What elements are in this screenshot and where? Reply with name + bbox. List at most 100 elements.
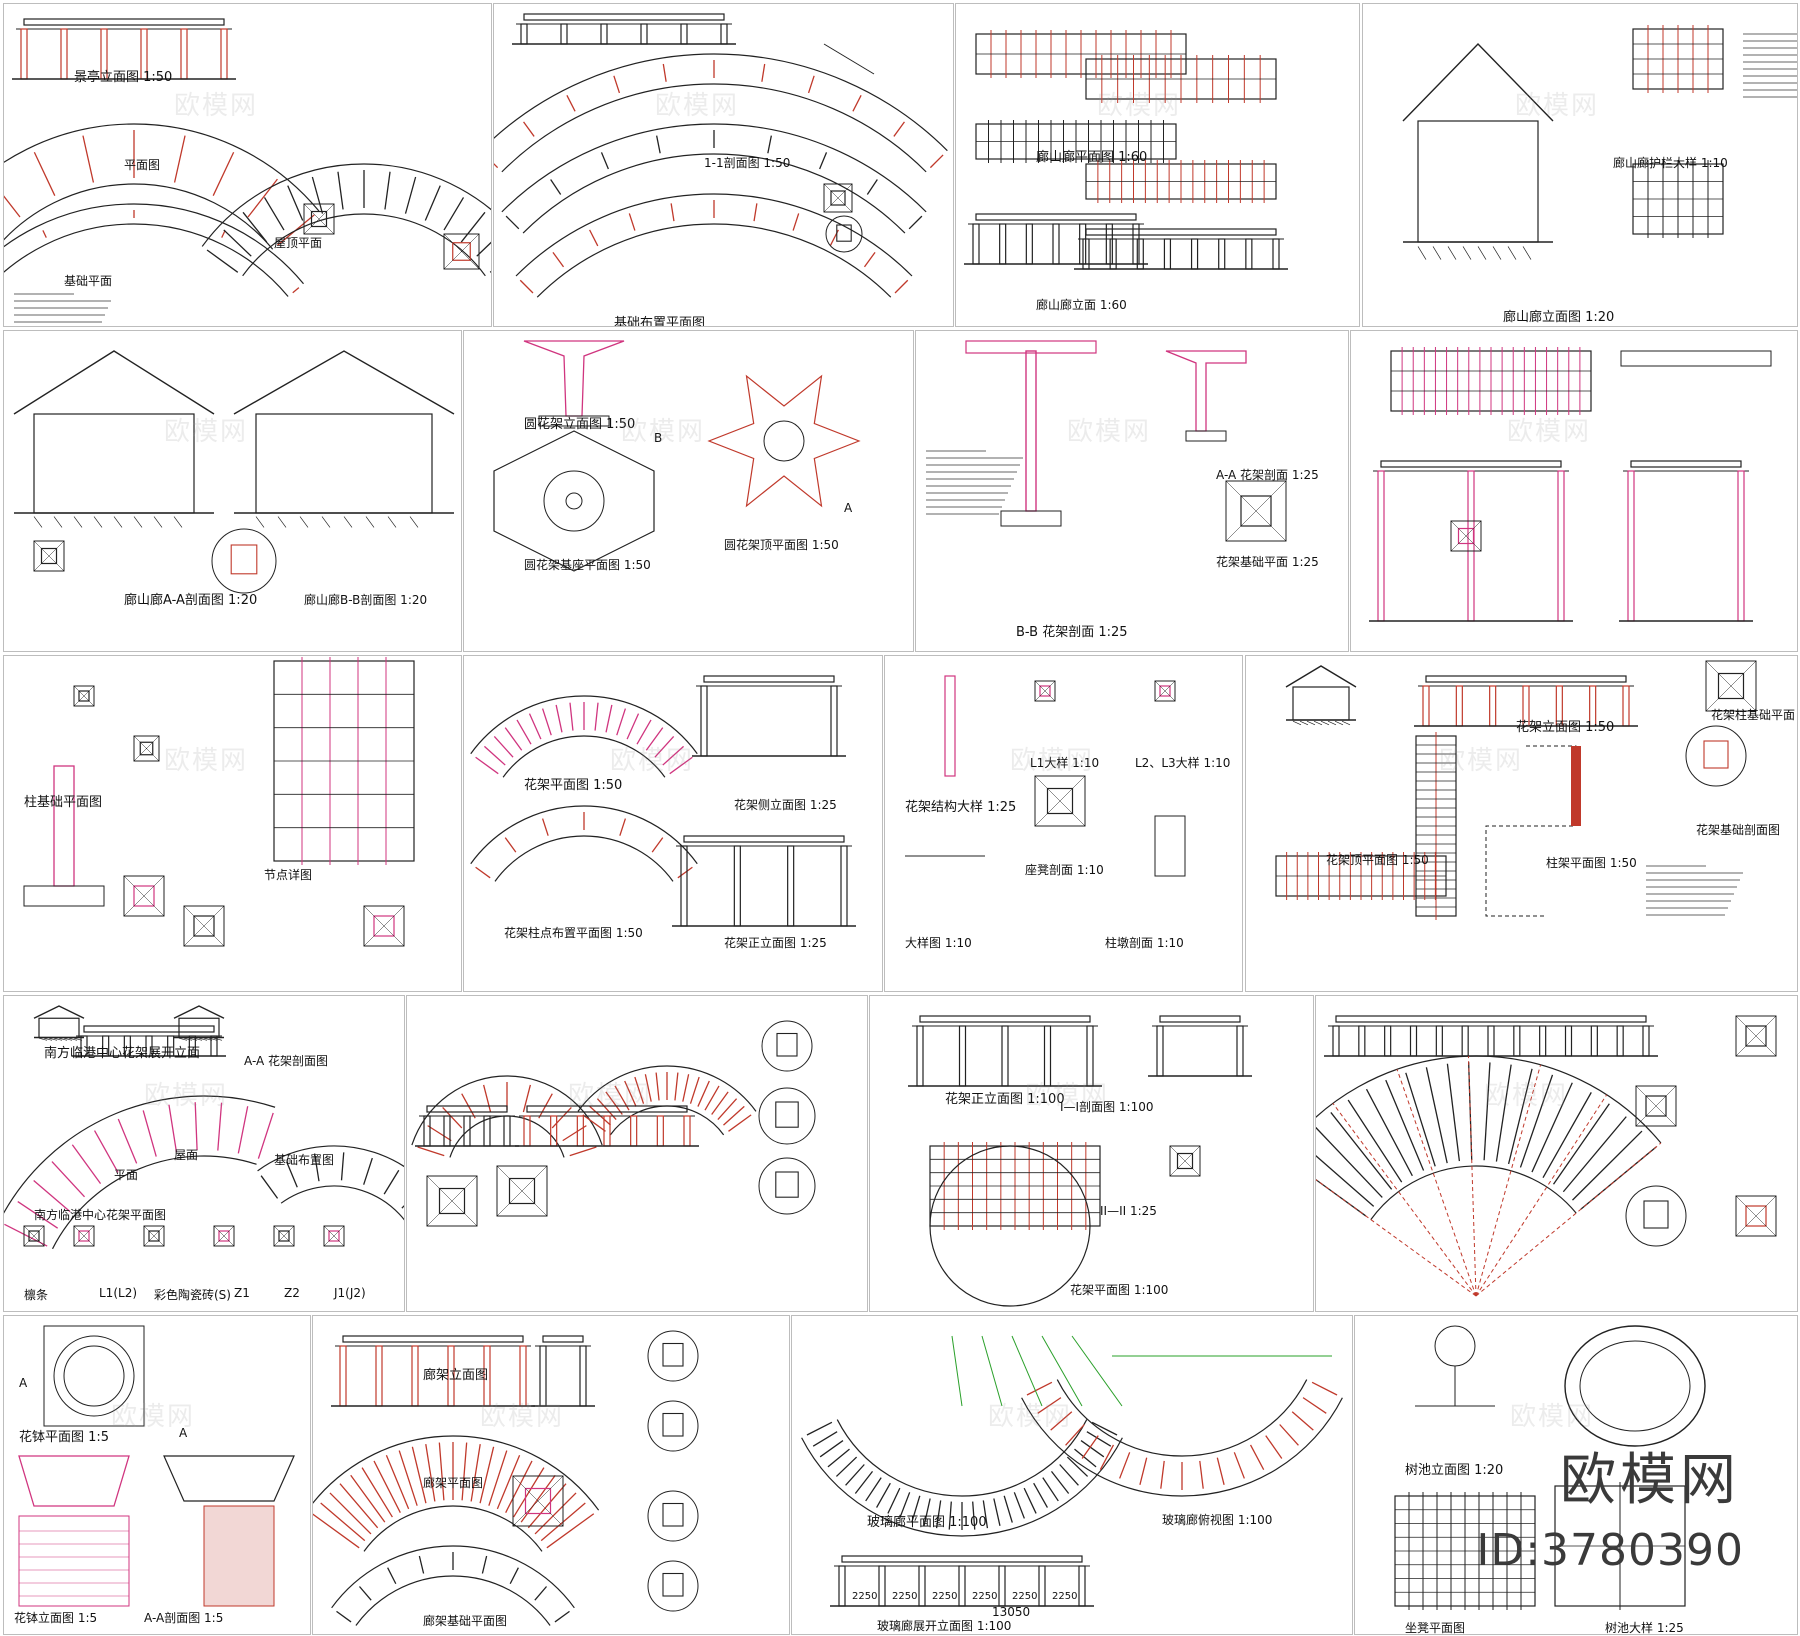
drawing-title: A-A剖面图 1:5 [144,1611,224,1625]
drawing-title: 廊山廊A-A剖面图 1:20 [124,593,258,608]
drawing-title: 屋面 [174,1148,199,1162]
detail-4 [1735,1195,1777,1237]
sheet-drawing [313,1330,699,1626]
pergola-elevation [12,18,236,80]
arc-foundation [4,203,304,297]
drawing-title: 廊山廊立面图 1:20 [1503,310,1615,325]
footing-j1 [323,1225,345,1247]
drawing-title: 圆花架立面图 1:50 [524,417,636,432]
drawing-title: 平面 [114,1168,139,1182]
drawing-title: 檩条 [24,1288,49,1302]
drawing-title: 花架柱基础平面 [1711,708,1796,722]
drawing-title: 廊山廊护栏大样 1:10 [1613,156,1728,170]
watermark-text: 欧模网 [621,417,706,447]
watermark-text: 欧模网 [1507,417,1592,447]
sheet-drawing [411,1020,816,1227]
detail-1 [1635,1085,1677,1127]
drawing-title: 屋顶平面 [274,236,323,250]
drawing-title: 圆花架基座平面图 1:50 [524,558,651,572]
detail-circle [825,215,863,253]
watermark-text: 欧模网 [1439,746,1524,776]
drawing-title: 树池大样 1:25 [1605,1621,1684,1635]
drawing-title: 1-1剖面图 1:50 [704,156,791,170]
detail-d [647,1560,699,1612]
drawing-title: 花架结构大样 1:25 [905,800,1017,815]
railing-detail-2 [1632,160,1724,238]
drawing-title: 13050 [992,1605,1031,1619]
sheet-drawing [905,675,1186,877]
l1-detail [1034,680,1056,702]
top-plan [975,30,1187,78]
planter-section [163,1455,295,1607]
drawing-title: 廊架平面图 [423,1476,484,1490]
drawing-title: Z1 [234,1286,250,1300]
drawing-title: 树池立面图 1:20 [1405,1463,1504,1478]
dimension-label: 2250 [1052,1591,1078,1602]
sheet-drawing [13,350,455,594]
top-elevation [512,13,736,45]
watermark-text: 欧模网 [174,91,259,121]
stepped-elevation-2 [1074,228,1288,270]
drawing-sheet-5: 廊山廊A-A剖面图 1:20 廊山廊B-B剖面图 1:20 欧模网 [3,330,462,652]
column-detail [303,203,335,235]
sheet-drawing [908,1015,1252,1307]
detail-3 [1625,1185,1687,1247]
front-elevation [1369,460,1573,622]
dimension-label: 2250 [852,1591,878,1602]
detail-a [647,1330,699,1382]
elevation-2 [515,1105,699,1147]
drawing-title: B [654,431,663,445]
watermark-text: 欧模网 [1010,746,1095,776]
elevation-1 [415,1105,519,1147]
watermark-text: 欧模网 [988,1402,1073,1432]
stepped-elevation-1 [964,213,1148,265]
arc-plan [4,123,320,250]
watermark-text: 欧模网 [111,1402,196,1432]
drawing-title: A [179,1426,188,1440]
node-1 [133,735,160,762]
drawing-title: 花钵立面图 1:5 [14,1611,98,1625]
watermark-text: 欧模网 [1097,91,1182,121]
detail-b [758,1087,816,1145]
dimension-notes [1743,33,1797,98]
drawing-title: 廊山廊B-B剖面图 1:20 [304,593,428,607]
drawing-title: 玻璃廊展开立面图 1:100 [877,1619,1012,1633]
drawing-title: L1(L2) [99,1286,138,1300]
drawing-title: Z2 [284,1286,300,1300]
railing-detail-1 [1632,25,1724,93]
drawing-title: 大样图 1:10 [905,936,972,950]
footing-plan [1225,480,1287,542]
drawing-title: 花架立面图 1:50 [1516,720,1615,735]
beam [73,1225,95,1247]
drawing-sheet-8: 欧模网 [1350,330,1798,652]
drawing-title: A-A 花架剖面图 [244,1054,329,1068]
drawing-title: 玻璃廊平面图 1:100 [867,1515,987,1530]
fan-plan [1316,1055,1662,1220]
dimension-label: 2250 [1012,1591,1038,1602]
drawing-sheet-9: 柱基础平面图节点详图欧模网 [3,655,462,992]
foundation-section [1685,725,1747,787]
drawing-title: 南方临港中心花架展开立面 [44,1046,201,1061]
watermark-text: 欧模网 [568,1081,653,1111]
base-detail [823,183,853,213]
drawing-title: 柱墩剖面 1:10 [1105,936,1184,950]
detail-c [758,1157,816,1215]
column-z1 [213,1225,235,1247]
drawing-title: 节点详图 [264,868,313,882]
sheet-drawing [18,1325,295,1607]
sheet-drawing [4,1005,404,1250]
long-elevation [1414,675,1638,727]
curved-pergola-plan [4,1095,276,1250]
mushroom-elevation [523,340,625,427]
section-b [233,350,455,528]
watermark-text: 欧模网 [1025,1081,1110,1111]
watermark-text: 欧模网 [164,417,249,447]
sheet-drawing [964,30,1288,270]
rafter-plan-1 [975,120,1177,163]
tree-pool-detail [1554,1482,1686,1610]
